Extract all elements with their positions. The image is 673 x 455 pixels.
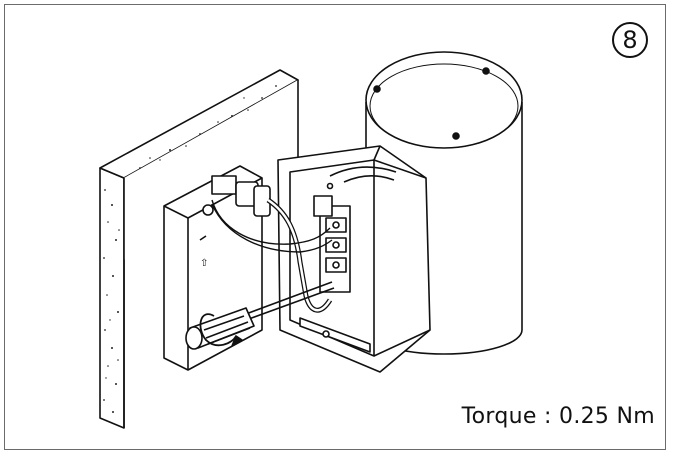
- wires: [211, 199, 333, 253]
- step-number-badge: 8: [612, 22, 648, 58]
- screwdriver: [185, 281, 335, 350]
- cable-gland: [235, 181, 333, 313]
- step-number-text: 8: [622, 26, 638, 54]
- svg-text:⇧: ⇧: [200, 258, 208, 269]
- torque-caption: Torque : 0.25 Nm: [461, 404, 655, 429]
